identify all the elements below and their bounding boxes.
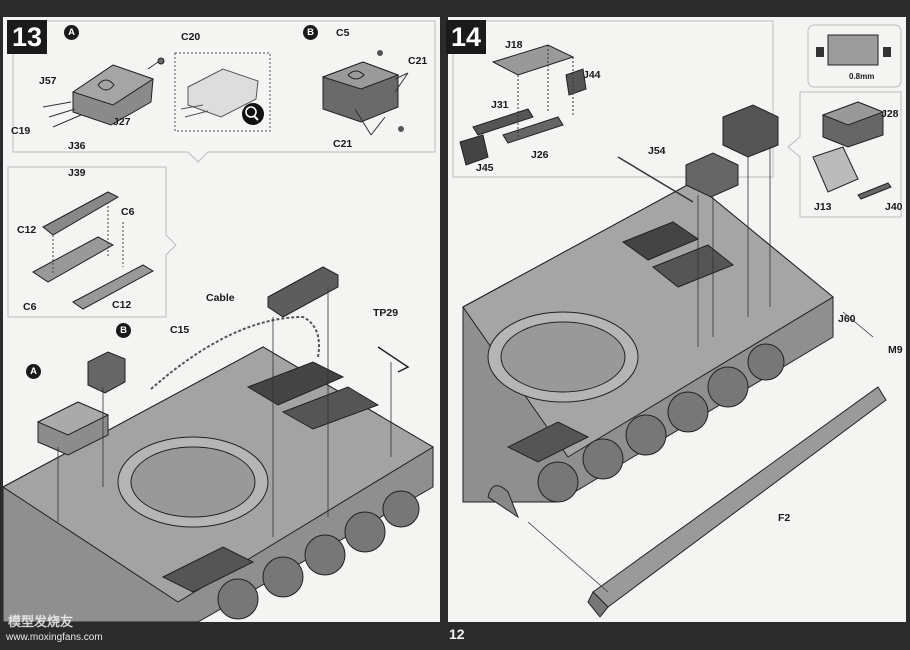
part-label-c19: C19 — [11, 125, 31, 137]
thickness-note-graphic — [816, 34, 891, 66]
subassembly-frame-side — [7, 166, 177, 318]
step-number-13: 13 — [7, 20, 47, 54]
page-number: 12 — [449, 626, 465, 642]
watermark-brand: 模型发烧友 — [8, 614, 74, 629]
part-label-j54: J54 — [648, 145, 666, 157]
subassembly-frame-j28 — [787, 91, 902, 218]
guide-lines-right — [527, 147, 874, 593]
left-assembly-boxes — [36, 266, 410, 456]
part-label-c6-top: C6 — [121, 206, 135, 218]
part-label-f2: F2 — [778, 512, 791, 524]
callout-a-marker: A — [64, 25, 79, 40]
part-label-j60: J60 — [838, 313, 856, 325]
part-label-j44: J44 — [583, 69, 601, 81]
part-label-c5: C5 — [336, 27, 350, 39]
part-label-c21-top: C21 — [408, 55, 428, 67]
part-label-cable: Cable — [206, 292, 235, 304]
part-label-j31: J31 — [491, 99, 509, 111]
part-label-c15: C15 — [170, 324, 190, 336]
part-b-box — [321, 50, 409, 136]
zoom-detail-box — [174, 52, 271, 132]
part-label-j18: J18 — [505, 39, 523, 51]
j39-subassembly — [32, 191, 155, 310]
part-label-tp29: TP29 — [373, 307, 399, 319]
step-13-panel: 13 A B A B C20 J57 J27 C19 J36 C5 C21 C2… — [3, 17, 440, 622]
step-14-illustration — [452, 20, 902, 618]
part-label-j40: J40 — [885, 201, 903, 213]
tank-hull — [3, 346, 434, 622]
part-label-c20: C20 — [181, 31, 201, 43]
watermark-site: www.moxingfans.com — [6, 632, 103, 643]
right-assembly-boxes — [617, 104, 779, 203]
part-a-zoom-view — [180, 68, 264, 125]
part-label-c12-top: C12 — [17, 224, 37, 236]
part-label-j27: J27 — [113, 116, 131, 128]
tank-hull-right — [462, 181, 834, 519]
j18-subassembly — [459, 44, 587, 166]
j28-subassembly — [812, 101, 892, 200]
subassembly-frame-top — [12, 20, 436, 163]
part-a-box — [42, 57, 165, 128]
part-label-j36: J36 — [68, 140, 86, 152]
part-label-c12-bottom: C12 — [112, 299, 132, 311]
f2-fender — [587, 386, 887, 618]
part-label-j57: J57 — [39, 75, 57, 87]
part-label-j39: J39 — [68, 167, 86, 179]
callout-b-marker-assembly: B — [116, 323, 131, 338]
part-label-j26: J26 — [531, 149, 549, 161]
part-label-m9: M9 — [888, 344, 903, 356]
part-label-c6-bottom: C6 — [23, 301, 37, 313]
step-14-panel: 14 0.8mm J18 J44 J31 J26 J45 J54 J28 J13… — [446, 17, 906, 622]
part-label-c21-bottom: C21 — [333, 138, 353, 150]
guide-lines — [57, 287, 392, 537]
thickness-note-frame — [807, 24, 902, 88]
part-label-j45: J45 — [476, 162, 494, 174]
part-label-j28: J28 — [881, 108, 899, 120]
part-label-j13: J13 — [814, 201, 832, 213]
callout-a-marker-assembly: A — [26, 364, 41, 379]
thickness-note-value: 0.8mm — [849, 72, 875, 81]
callout-b-marker: B — [303, 25, 318, 40]
step-13-illustration — [3, 20, 436, 622]
subassembly-frame-j18 — [452, 20, 774, 178]
step-number-14: 14 — [446, 20, 486, 54]
